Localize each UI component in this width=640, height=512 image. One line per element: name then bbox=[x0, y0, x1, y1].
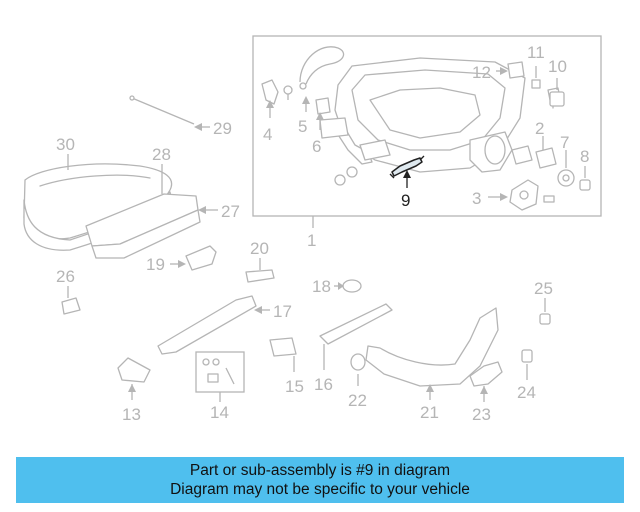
footer-line-disclaimer: Diagram may not be specific to your vehi… bbox=[170, 481, 470, 498]
callout-11: 11 bbox=[527, 43, 545, 62]
callout-25: 25 bbox=[534, 279, 553, 298]
part-17 bbox=[157, 295, 257, 355]
part-2 bbox=[535, 147, 557, 169]
callout-28: 28 bbox=[152, 145, 171, 164]
part-22 bbox=[350, 353, 366, 371]
callout-7: 7 bbox=[560, 133, 569, 152]
footer-line-part-number: Part or sub-assembly is #9 in diagram bbox=[189, 462, 451, 479]
part-9-highlighted: 9 bbox=[389, 155, 425, 210]
callout-27: 27 bbox=[221, 202, 240, 221]
part-20 bbox=[245, 269, 275, 283]
callout-16: 16 bbox=[314, 375, 333, 394]
part-13 bbox=[117, 357, 151, 383]
callout-9: 9 bbox=[401, 191, 410, 210]
footer-banner: Part or sub-assembly is #9 in diagram Di… bbox=[16, 457, 624, 503]
part-19 bbox=[185, 245, 217, 271]
callout-12: 12 bbox=[472, 63, 491, 82]
callout-1: 1 bbox=[307, 231, 316, 250]
part-8 bbox=[579, 179, 591, 191]
part-6 bbox=[315, 97, 331, 115]
callout-10: 10 bbox=[548, 57, 567, 76]
callout-26: 26 bbox=[56, 267, 75, 286]
cable-part bbox=[299, 46, 345, 85]
callout-6: 6 bbox=[312, 137, 321, 156]
part-21 bbox=[365, 307, 499, 387]
part-12 bbox=[507, 61, 525, 79]
seat-frame-illustration bbox=[319, 57, 533, 173]
callout-23: 23 bbox=[472, 405, 491, 424]
part-14-kit bbox=[195, 351, 245, 393]
part-29 bbox=[131, 97, 195, 125]
part-15 bbox=[269, 337, 297, 357]
callout-15: 15 bbox=[285, 377, 304, 396]
callout-18: 18 bbox=[312, 277, 331, 296]
part-25 bbox=[539, 313, 551, 325]
callout-14: 14 bbox=[210, 403, 229, 422]
callout-8: 8 bbox=[580, 147, 589, 166]
callout-17: 17 bbox=[273, 302, 292, 321]
callout-2: 2 bbox=[535, 119, 544, 138]
callout-13: 13 bbox=[122, 405, 141, 424]
callout-29: 29 bbox=[213, 119, 232, 138]
part-18 bbox=[342, 279, 362, 293]
part-16 bbox=[319, 303, 393, 345]
part-4 bbox=[261, 79, 279, 105]
callout-21: 21 bbox=[420, 403, 439, 422]
callout-19: 19 bbox=[146, 255, 165, 274]
callout-5: 5 bbox=[298, 117, 307, 136]
part-26 bbox=[61, 297, 81, 315]
seat-frame-assembly-box bbox=[252, 35, 602, 217]
callout-30: 30 bbox=[56, 135, 75, 154]
callout-20: 20 bbox=[250, 239, 269, 258]
part-23 bbox=[469, 361, 503, 387]
callout-22: 22 bbox=[348, 391, 367, 410]
parts-diagram: 4 5 6 9 12 11 10 2 7 8 3 bbox=[23, 35, 602, 424]
callout-4: 4 bbox=[263, 125, 272, 144]
callout-3: 3 bbox=[472, 189, 481, 208]
callout-24: 24 bbox=[517, 383, 536, 402]
part-24 bbox=[521, 349, 533, 363]
